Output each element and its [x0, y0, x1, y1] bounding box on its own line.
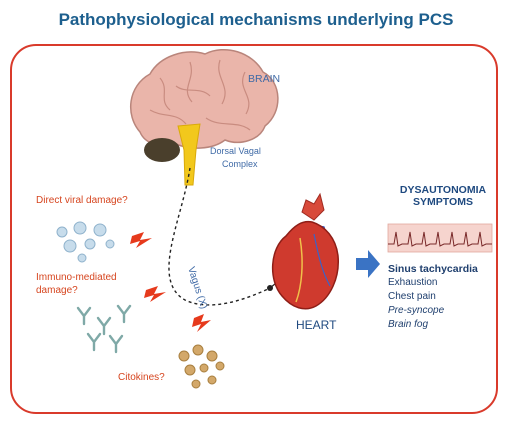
diagram-frame [10, 44, 498, 414]
lightning-bolts [130, 232, 211, 332]
virus-particles [56, 221, 115, 263]
dysautonomia-header-line1: DYSAUTONOMIA [399, 184, 487, 196]
complex-label: Complex [222, 159, 258, 169]
cytokines-label: Citokines? [118, 372, 165, 383]
antibodies [76, 304, 132, 354]
result-arrow-icon [356, 250, 380, 278]
symptom-primary: Sinus tachycardia [388, 263, 478, 275]
symptom-item-italic: Pre-syncope [388, 305, 445, 316]
dysautonomia-header-line2: SYMPTOMS [413, 196, 473, 208]
vagus-nerve-path [168, 167, 271, 306]
brain-illustration [130, 49, 279, 186]
symptom-item-italic: Brain fog [388, 319, 429, 330]
brain-label: BRAIN [248, 73, 281, 85]
direct-viral-label: Direct viral damage? [36, 195, 128, 206]
heart-illustration [271, 192, 339, 310]
symptom-item: Chest pain [388, 291, 436, 302]
vagus-label: Vagus (X) [185, 266, 209, 311]
symptom-list: Sinus tachycardia Exhaustion Chest pain … [388, 262, 478, 332]
lightning-bolt-icon [144, 286, 166, 302]
immuno-label-line2: damage? [36, 285, 78, 296]
immuno-label-line1: Immuno-mediated [36, 272, 117, 283]
dorsal-vagal-label: Dorsal Vagal [210, 146, 261, 156]
dysautonomia-header: DYSAUTONOMIA SYMPTOMS [398, 184, 488, 208]
symptom-item: Exhaustion [388, 277, 438, 288]
lightning-bolt-icon [192, 314, 211, 332]
cytokine-particles [178, 344, 225, 389]
lightning-bolt-icon [130, 232, 152, 248]
ecg-strip [387, 223, 493, 253]
heart-label: HEART [296, 318, 337, 332]
page-title: Pathophysiological mechanisms underlying… [58, 10, 454, 29]
